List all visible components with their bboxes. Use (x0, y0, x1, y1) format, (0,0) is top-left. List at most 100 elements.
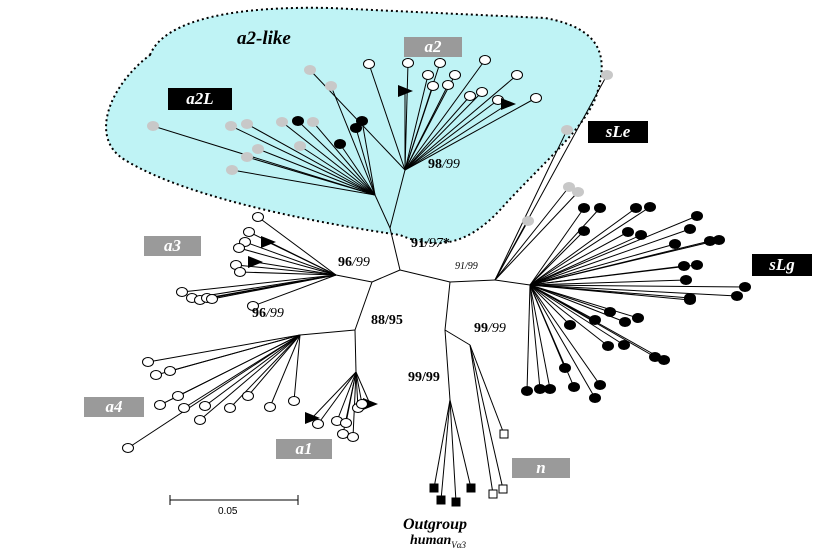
a2-leaf (479, 55, 491, 65)
tree-branch (440, 399, 451, 501)
tree-branch (211, 274, 337, 300)
tree-branch (204, 334, 301, 407)
n-leaf (498, 484, 508, 494)
a2L-leaf (241, 119, 253, 129)
tree-branch (330, 85, 376, 196)
tree-branch (529, 264, 698, 286)
bootstrap-outgroup: 99/99 (408, 370, 440, 385)
tree-branch (529, 284, 625, 346)
tree-branch (449, 399, 472, 489)
tree-branch (469, 344, 494, 495)
tree-branch (311, 371, 357, 419)
a2L-leaf (307, 117, 319, 127)
tree-branch (246, 156, 376, 196)
tree-branch (297, 120, 376, 196)
tree-branch (494, 129, 568, 281)
a2-leaf (402, 58, 414, 68)
outgroup-leaf (466, 483, 476, 493)
tree-branch (529, 207, 637, 286)
tree-branch (293, 334, 301, 402)
a3-leaf (176, 287, 188, 297)
tree-branch (404, 95, 471, 171)
sLg-leaf (602, 341, 614, 351)
tree-branch (494, 186, 570, 281)
a4-leaf (242, 391, 254, 401)
tree-branch (199, 334, 301, 421)
tree-branch (404, 103, 509, 171)
sLg-leaf (568, 382, 580, 392)
a4-leaf (150, 370, 162, 380)
sLg-leaf (534, 384, 546, 394)
tree-branch (529, 284, 601, 386)
sLg-leaf (589, 315, 601, 325)
outgroup-leaf (436, 495, 446, 505)
a1-leaf (337, 429, 349, 439)
tree-branch (529, 230, 585, 286)
a4-leaf (264, 402, 276, 412)
tree-branch (529, 284, 551, 390)
tree-branch (147, 334, 301, 363)
label-a2: a2 (404, 37, 462, 57)
tree-branch (169, 334, 301, 372)
a4-leaf (288, 396, 300, 406)
sLg-leaf (684, 295, 696, 305)
tree-branch (526, 284, 531, 392)
tree-branch (368, 63, 406, 171)
sLe-leaf (561, 125, 573, 135)
tree-branch (355, 127, 376, 196)
a3-leaf (243, 227, 255, 237)
tree-branch (183, 334, 301, 409)
sLg-leaf (578, 203, 590, 213)
sLg-leaf (644, 202, 656, 212)
label-n: n (512, 458, 570, 478)
n-leaf (499, 429, 509, 439)
sLg-leaf (739, 282, 751, 292)
a4-leaf (164, 366, 176, 376)
tree-branch (529, 284, 571, 326)
a2-leaf (422, 70, 434, 80)
tree-branch (529, 284, 609, 347)
tree-branch (389, 169, 406, 229)
a1-leaf (305, 412, 320, 424)
a3-leaf (206, 294, 218, 304)
a2L-leaf (350, 123, 362, 133)
tree-branch (469, 344, 504, 490)
tree-branch (235, 264, 337, 276)
label-sLg: sLg (752, 254, 812, 276)
tree-branch (399, 269, 451, 283)
a4-leaf (142, 357, 154, 367)
sLg-leaf (680, 275, 692, 285)
a2-leaf (476, 87, 488, 97)
tree-branch (312, 121, 376, 196)
a3-leaf (261, 236, 276, 248)
tree-branch (269, 334, 301, 408)
sLg-leaf (691, 211, 703, 221)
tree-branch (529, 231, 629, 286)
a4-leaf (224, 403, 236, 413)
tree-branch (404, 74, 429, 171)
tree-branch (529, 279, 687, 286)
tree-branch (336, 371, 357, 422)
tree-branch (444, 329, 471, 346)
tree-branch (374, 194, 391, 229)
a2L-leaf (226, 165, 238, 175)
tree-branch (267, 241, 337, 276)
a4-leaf (199, 401, 211, 411)
tree-branch (299, 145, 376, 196)
tree-branch (230, 125, 376, 196)
a1-leaf (312, 419, 324, 429)
a2-leaf (464, 91, 476, 101)
tree-branch (529, 284, 691, 301)
tree-branch (229, 334, 301, 409)
tree-branch (494, 279, 531, 286)
clade-title: a2-like (237, 28, 291, 49)
bootstrap-a2: 98/99 (428, 157, 460, 172)
a1-leaf (340, 418, 352, 428)
a1-leaf (347, 432, 359, 442)
tree-branch (529, 284, 738, 297)
sLg-leaf (594, 203, 606, 213)
a3-leaf (247, 301, 259, 311)
label-a4: a4 (84, 397, 144, 417)
tree-branch (529, 284, 746, 288)
